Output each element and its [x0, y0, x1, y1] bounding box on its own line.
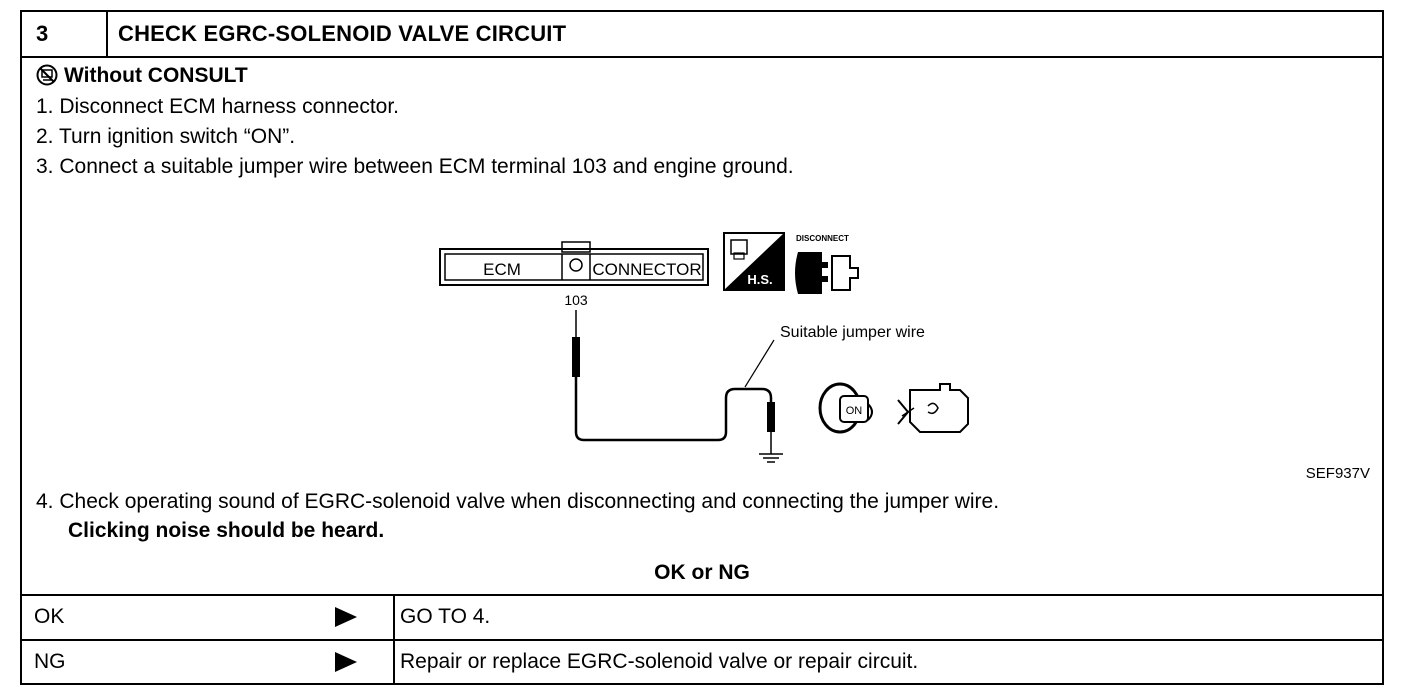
- step-title: CHECK EGRC-SOLENOID VALVE CIRCUIT: [118, 21, 567, 46]
- instruction-2: 2. Turn ignition switch “ON”.: [36, 125, 296, 148]
- wiring-figure: ECM CONNECTOR 103 H.S. DISCONNECT: [439, 232, 969, 463]
- step-header: 3 CHECK EGRC-SOLENOID VALVE CIRCUIT: [22, 12, 1382, 58]
- consult-crossed-icon: [36, 64, 58, 86]
- result-action-ng: Repair or replace EGRC-solenoid valve or…: [400, 650, 919, 673]
- ecm-label: ECM: [483, 260, 521, 279]
- ecm-connector: ECM CONNECTOR 103: [439, 241, 709, 308]
- on-label: ON: [846, 405, 863, 417]
- divider: [22, 639, 1382, 641]
- arrow-right-icon: [335, 652, 357, 672]
- harness-side-icon: H.S.: [723, 232, 785, 291]
- divider: [393, 594, 395, 685]
- expected-result: Clicking noise should be heard.: [68, 519, 385, 542]
- disconnect-icon: DISCONNECT: [795, 234, 859, 294]
- divider: [22, 594, 1382, 596]
- diagnostic-procedure-table: 3 CHECK EGRC-SOLENOID VALVE CIRCUIT With…: [20, 10, 1384, 685]
- hs-label: H.S.: [747, 272, 772, 287]
- instruction-3: 3. Connect a suitable jumper wire betwee…: [36, 155, 794, 178]
- arrow-right-icon: [335, 607, 357, 627]
- terminal-label: 103: [564, 292, 588, 308]
- result-heading: OK or NG: [654, 561, 750, 584]
- mode-label: Without CONSULT: [64, 64, 248, 87]
- connector-label: CONNECTOR: [592, 260, 701, 279]
- jumper-label: Suitable jumper wire: [780, 324, 925, 341]
- mode-heading: Without CONSULT: [36, 64, 248, 88]
- instruction-4: 4. Check operating sound of EGRC-solenoi…: [36, 490, 1000, 513]
- result-status-ng: NG: [34, 650, 66, 673]
- figure-code: SEF937V: [1305, 465, 1370, 482]
- disconnect-label: DISCONNECT: [796, 234, 849, 243]
- ignition-switch-icon: ON: [818, 382, 873, 434]
- result-status-ok: OK: [34, 605, 65, 628]
- jumper-wire: Suitable jumper wire: [572, 310, 925, 463]
- instruction-1: 1. Disconnect ECM harness connector.: [36, 95, 400, 118]
- engine-icon: [897, 383, 969, 433]
- result-action-ok: GO TO 4.: [400, 605, 491, 628]
- step-number: 3: [22, 12, 108, 56]
